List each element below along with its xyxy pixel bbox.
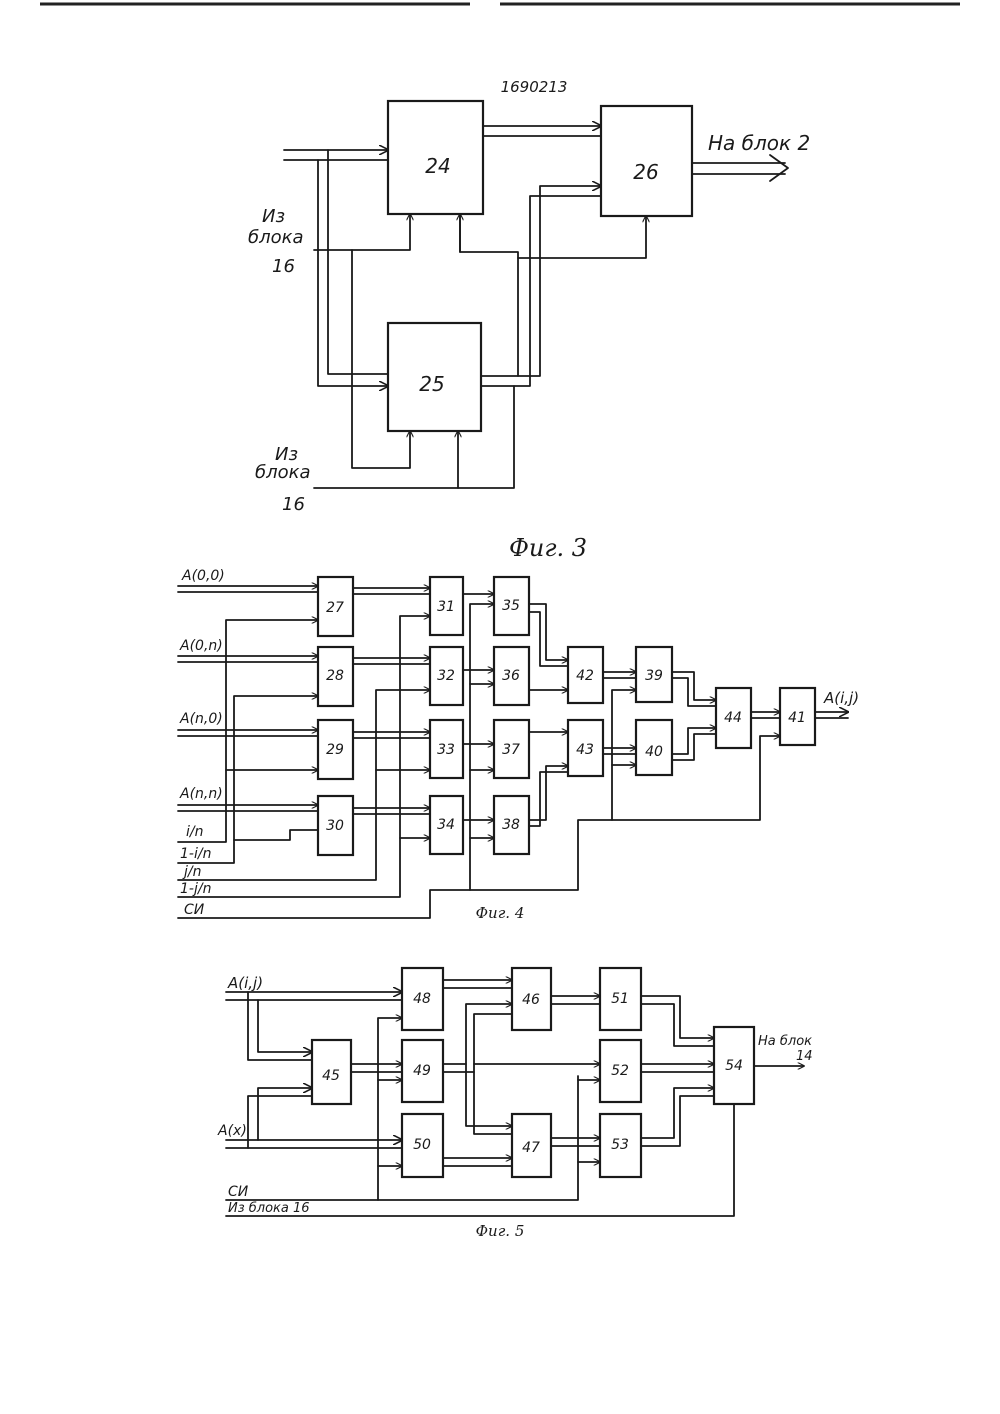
figure-3: 24 26 25 Из блока 16 Из блока 16 На б: [248, 101, 810, 562]
fig3-input-top-line1: Из: [262, 206, 285, 227]
fig5-label-aij: A(i,j): [227, 974, 263, 992]
block-34-label: 34: [437, 817, 455, 833]
fig4-bus-38-43-b: [529, 772, 568, 826]
block-24-label: 24: [425, 154, 450, 178]
fig3-bus-down-b: [328, 150, 388, 374]
block-53-label: 53: [611, 1137, 629, 1153]
patent-number: 1690213: [501, 78, 568, 96]
block-52-label: 52: [611, 1063, 629, 1079]
fig5-output-label-line2: 14: [796, 1049, 813, 1064]
fig4-label-i-n: i/n: [186, 824, 203, 840]
block-32-label: 32: [437, 668, 455, 684]
block-37-label: 37: [502, 742, 520, 758]
block-45-label: 45: [322, 1068, 340, 1084]
fig4-ctrl-1-i-n-b: [234, 830, 318, 840]
fig3-output-arrow: [770, 155, 788, 181]
block-54-label: 54: [725, 1058, 743, 1074]
fig4-bus-35-42-b: [529, 612, 568, 666]
block-38-label: 38: [502, 817, 520, 833]
fig4-ctrl-si-c: [470, 604, 494, 890]
block-42-label: 42: [576, 668, 594, 684]
fig4-label-j-n: j/n: [182, 864, 201, 880]
fig5-label-ax: A(x): [217, 1123, 247, 1139]
fig5-bus-51-54-b: [641, 1004, 714, 1046]
block-47-label: 47: [522, 1140, 540, 1156]
fig5-bus-49-46: [443, 1004, 512, 1064]
fig4-label-ann: A(n,n): [179, 786, 223, 802]
fig3-bus-25-26-a: [481, 186, 601, 376]
fig3-output-label: На блок 2: [708, 131, 810, 155]
block-29-label: 29: [326, 742, 344, 758]
fig3-input-bottom-line3: 16: [282, 494, 305, 515]
block-50-label: 50: [413, 1137, 431, 1153]
fig4-label-1-j-n: 1-j/n: [180, 881, 211, 897]
block-26-label: 26: [633, 160, 658, 184]
fig4-bus-40-44-b: [672, 734, 716, 760]
fig4-bus-38-43: [529, 766, 568, 820]
block-48-label: 48: [413, 991, 431, 1007]
fig3-ctrl-26: [518, 216, 646, 258]
block-46-label: 46: [522, 992, 540, 1008]
fig3-caption: Фиг. 3: [509, 534, 587, 562]
fig5-bus-49-47: [466, 1064, 512, 1126]
block-30-label: 30: [326, 818, 344, 834]
fig5-caption: Фиг. 5: [476, 1222, 525, 1240]
block-35-label: 35: [502, 598, 520, 614]
fig5-bus-51-54: [641, 996, 714, 1038]
block-51-label: 51: [611, 991, 629, 1007]
block-27-label: 27: [326, 600, 344, 616]
block-49-label: 49: [413, 1063, 431, 1079]
fig4-label-si: СИ: [184, 902, 205, 918]
block-39-label: 39: [645, 668, 663, 684]
block-41-label: 41: [788, 710, 806, 726]
fig4-caption: Фиг. 4: [476, 904, 525, 922]
fig5-bus-49-47-b: [474, 1072, 512, 1134]
fig4-bus-39-44: [672, 672, 716, 700]
fig4-label-an0: A(n,0): [179, 711, 223, 727]
fig3-input-top-line2: блока: [248, 227, 304, 248]
fig5-output-label-line1: На блок: [758, 1034, 812, 1049]
block-25-label: 25: [419, 372, 444, 396]
block-31-label: 31: [437, 599, 455, 615]
figure-4: 27 28 29 30 31 32 33 34 35 36 37 38 42 4…: [178, 568, 859, 922]
fig5-input-aij-45: [258, 1000, 312, 1052]
block-33-label: 33: [437, 742, 455, 758]
block-36-label: 36: [502, 668, 520, 684]
fig5-label-si: СИ: [228, 1184, 249, 1200]
fig4-label-a00: A(0,0): [181, 568, 225, 584]
block-44-label: 44: [724, 710, 742, 726]
figure-5: 48 49 50 45 46 47 51 52 53 54 A(i,j) A(x…: [217, 968, 813, 1240]
fig3-input-bottom-line2: блока: [255, 462, 311, 483]
fig3-input-top-line3: 16: [272, 256, 295, 277]
fig5-ctrl-si-48: [378, 1018, 402, 1200]
block-28-label: 28: [326, 668, 344, 684]
block-40-label: 40: [645, 744, 663, 760]
fig4-label-a0n: A(0,n): [179, 638, 223, 654]
fig4-output-label: A(i,j): [823, 689, 859, 707]
fig4-label-1-i-n: 1-i/n: [180, 846, 211, 862]
fig4-sync-39: [612, 690, 636, 755]
block-43-label: 43: [576, 742, 594, 758]
fig5-label-block16: Из блока 16: [228, 1201, 310, 1216]
fig3-bus-25-26-b: [481, 196, 601, 386]
